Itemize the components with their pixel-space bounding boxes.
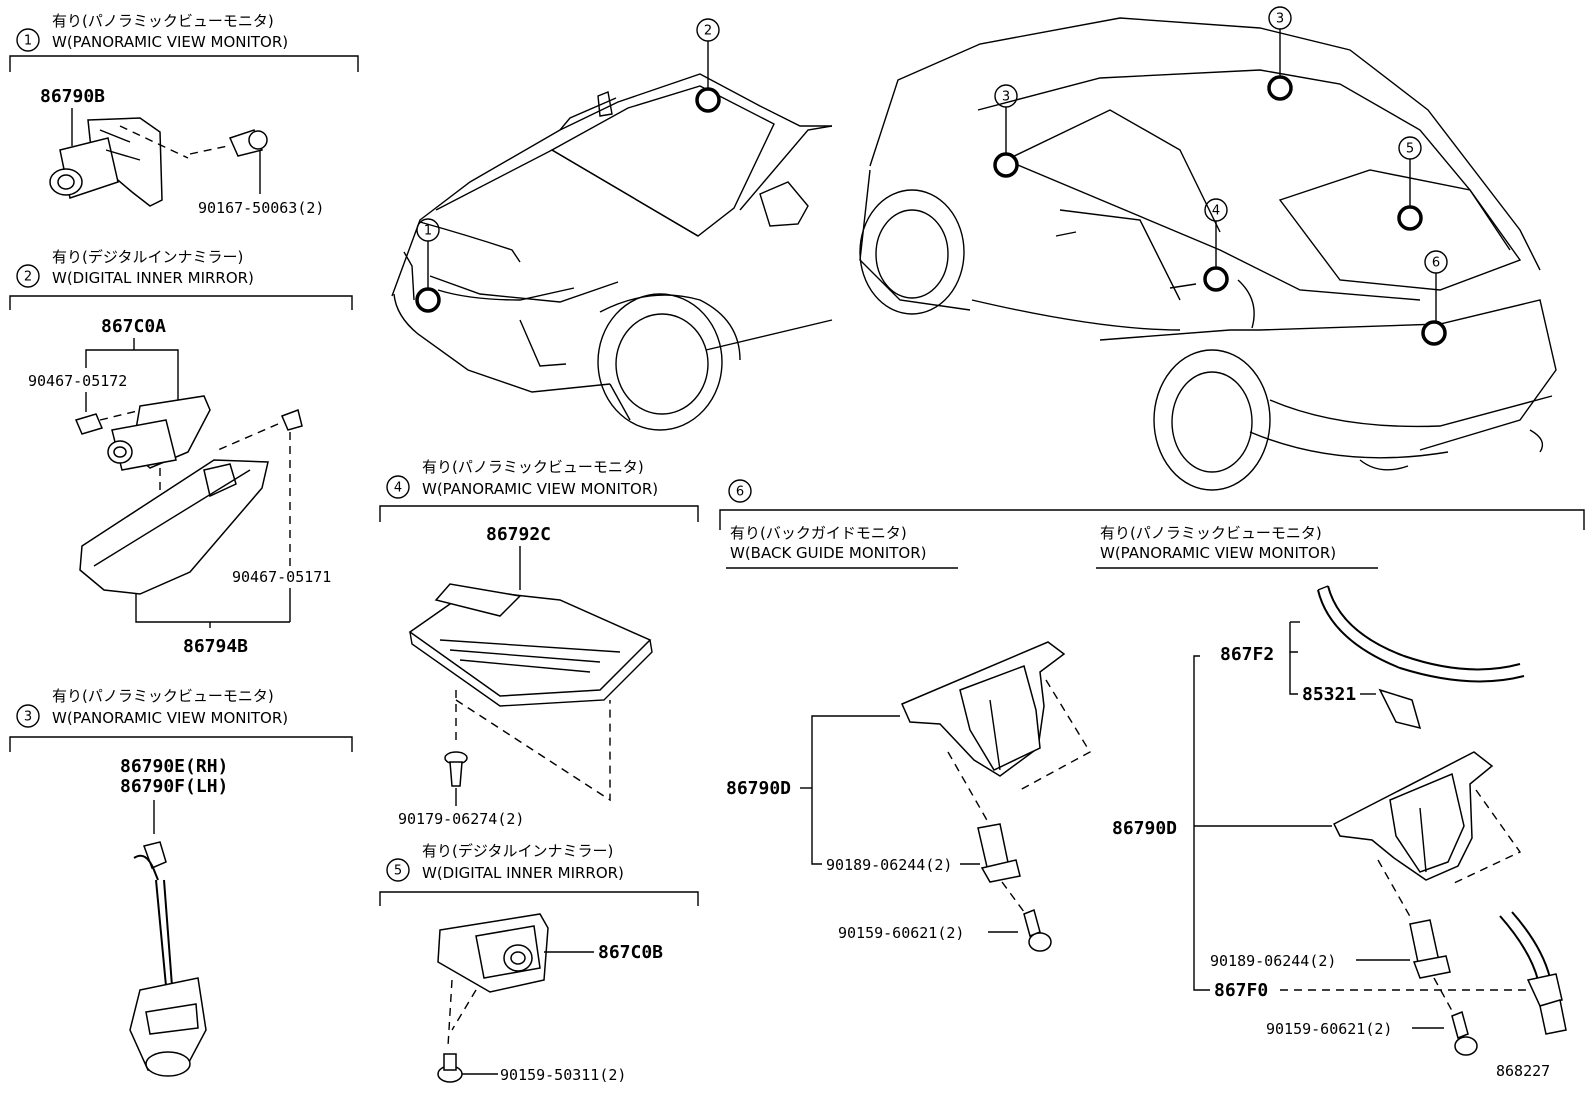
part-90189-06244-b: 90189-06244(2) — [1210, 952, 1336, 970]
svg-text:3: 3 — [1002, 90, 1010, 105]
side-camera-86790B — [49, 117, 163, 207]
figure-id: 868227 — [1496, 1062, 1550, 1080]
section-3: 3 有り(パノラミックビューモニタ) W(PANORAMIC VIEW MONI… — [9, 687, 353, 1077]
section-4: 4 有り(パノラミックビューモニタ) W(PANORAMIC VIEW MONI… — [379, 458, 699, 828]
part-90189-06244-a: 90189-06244(2) — [826, 856, 952, 874]
svg-text:4: 4 — [1212, 204, 1220, 219]
screw-90159-b — [1451, 1010, 1478, 1056]
svg-text:6: 6 — [1432, 256, 1440, 271]
part-86794B: 86794B — [183, 636, 248, 657]
section-3-title-en: W(PANORAMIC VIEW MONITOR) — [52, 709, 288, 727]
section-1-number: 1 — [24, 34, 32, 49]
part-867C0A: 867C0A — [101, 316, 166, 337]
location-marker-3-left — [993, 152, 1019, 178]
section-6b-title-en: W(PANORAMIC VIEW MONITOR) — [1100, 544, 1336, 562]
ecu-module-86792C — [408, 583, 653, 707]
section-2-title-en: W(DIGITAL INNER MIRROR) — [52, 269, 254, 287]
location-marker-3-right — [1267, 75, 1293, 101]
connector-85321 — [1378, 688, 1422, 730]
section-1-title-jp: 有り(パノラミックビューモニタ) — [52, 12, 274, 30]
part-90167-50063: 90167-50063(2) — [198, 199, 324, 217]
wire-harness-867F2 — [1317, 585, 1525, 683]
part-86790E-RH: 86790E(RH) — [120, 756, 228, 777]
mirror-camera-867C0A — [107, 395, 211, 471]
location-marker-1 — [415, 287, 441, 313]
back-camera-86790D-b — [1332, 751, 1494, 881]
section-3-title-jp: 有り(パノラミックビューモニタ) — [52, 687, 274, 705]
rear-callout-5: 5 — [1397, 136, 1423, 231]
part-90159-50311: 90159-50311(2) — [500, 1066, 626, 1084]
bolt-90167 — [228, 129, 268, 157]
section-1-title-en: W(PANORAMIC VIEW MONITOR) — [52, 33, 288, 51]
mirror-cover-86794B — [79, 459, 269, 595]
part-86790D-b: 86790D — [1112, 818, 1177, 839]
location-marker-4 — [1203, 266, 1229, 292]
rear-callout-4: 4 — [1203, 198, 1229, 292]
front-callout-1: 1 — [415, 218, 441, 313]
location-marker-5 — [1397, 205, 1423, 231]
section-6a-title-en: W(BACK GUIDE MONITOR) — [730, 544, 927, 562]
part-86790D-a: 86790D — [726, 778, 791, 799]
back-camera-86790D-a — [901, 641, 1066, 777]
part-90159-60621-a: 90159-60621(2) — [838, 924, 964, 942]
part-867F0: 867F0 — [1214, 980, 1268, 1001]
section-4-number: 4 — [394, 481, 402, 496]
front-vehicle-illustration — [391, 73, 833, 431]
section-5-number: 5 — [394, 864, 402, 879]
part-85321: 85321 — [1302, 684, 1356, 705]
part-90159-60621-b: 90159-60621(2) — [1266, 1020, 1392, 1038]
section-4-title-jp: 有り(パノラミックビューモニタ) — [422, 458, 644, 476]
location-marker-6 — [1421, 320, 1447, 346]
clip-90189-a — [977, 823, 1021, 883]
section-5-title-en: W(DIGITAL INNER MIRROR) — [422, 864, 624, 882]
rear-vehicle-illustration — [859, 17, 1557, 491]
clip-90179 — [444, 751, 468, 787]
side-camera-86790E-F — [129, 841, 207, 1077]
part-867F2: 867F2 — [1220, 644, 1274, 665]
location-marker-2 — [695, 87, 721, 113]
part-867C0B: 867C0B — [598, 942, 663, 963]
screw-90159-50311 — [437, 1053, 463, 1083]
section-2-title-jp: 有り(デジタルインナミラー) — [52, 248, 243, 266]
part-86790F-LH: 86790F(LH) — [120, 776, 228, 797]
part-90179-06274: 90179-06274(2) — [398, 810, 524, 828]
section-3-number: 3 — [24, 710, 32, 725]
section-1-number-circle — [16, 28, 40, 52]
section-6-number: 6 — [736, 485, 744, 500]
rear-callout-3b: 3 — [1267, 6, 1293, 101]
section-1-bracket — [9, 55, 359, 72]
section-6a-title-jp: 有り(バックガイドモニタ) — [730, 524, 907, 542]
section-2-number: 2 — [24, 270, 32, 285]
section-5: 5 有り(デジタルインナミラー) W(DIGITAL INNER MIRROR)… — [379, 842, 699, 1084]
svg-text:2: 2 — [704, 24, 712, 39]
section-4-title-en: W(PANORAMIC VIEW MONITOR) — [422, 480, 658, 498]
screw-90159-a — [1023, 908, 1052, 952]
rear-callout-3a: 3 — [993, 84, 1019, 178]
part-90467-05171: 90467-05171 — [232, 568, 331, 586]
section-6b-title-jp: 有り(パノラミックビューモニタ) — [1100, 524, 1322, 542]
harness-867F0 — [1499, 911, 1567, 1035]
part-86790B: 86790B — [40, 86, 105, 107]
clip-90189-b — [1409, 919, 1451, 979]
svg-text:5: 5 — [1406, 142, 1414, 157]
section-1: 1 有り(パノラミックビューモニタ) W(PANORAMIC VIEW MONI… — [9, 12, 359, 217]
section-6: 6 有り(バックガイドモニタ) W(BACK GUIDE MONITOR) 86… — [719, 479, 1585, 1056]
part-86792C: 86792C — [486, 524, 551, 545]
section-5-title-jp: 有り(デジタルインナミラー) — [422, 842, 613, 860]
rear-callout-6: 6 — [1421, 250, 1448, 346]
front-callout-2: 2 — [695, 18, 721, 113]
svg-text:1: 1 — [424, 224, 432, 239]
mirror-camera-867C0B — [437, 913, 549, 993]
part-90467-05172: 90467-05172 — [28, 372, 127, 390]
section-2: 2 有り(デジタルインナミラー) W(DIGITAL INNER MIRROR)… — [9, 248, 353, 657]
svg-text:3: 3 — [1276, 12, 1284, 27]
